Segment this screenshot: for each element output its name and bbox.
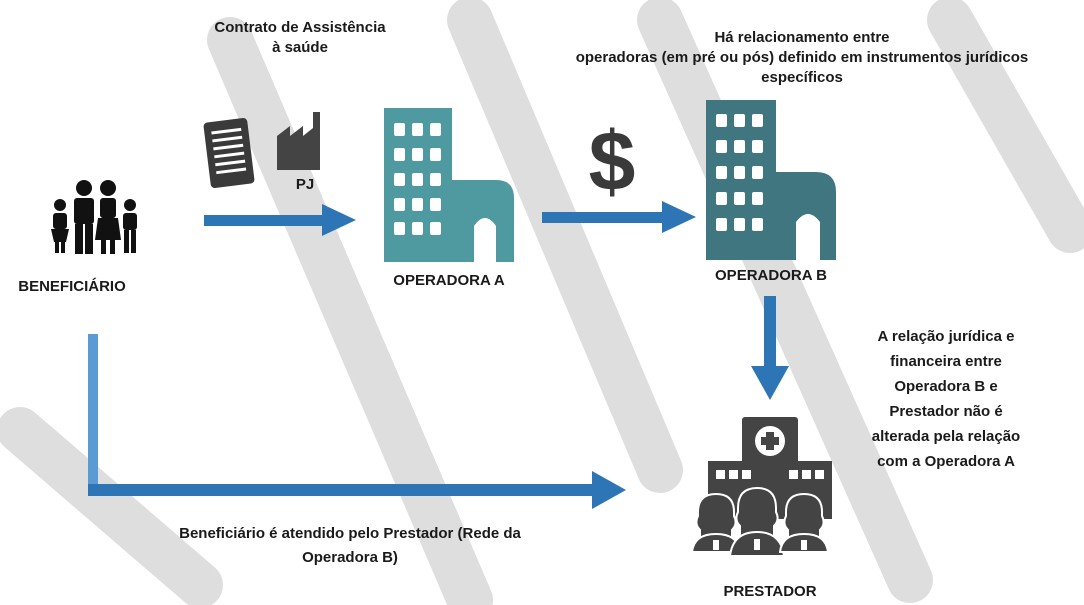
atendido-label-line: Operadora B) bbox=[302, 549, 398, 566]
contract-label-line: Contrato de Assistência bbox=[214, 19, 386, 36]
relacao-juridica-label: A relação jurídica e financeira entre Op… bbox=[836, 324, 1056, 474]
contract-label: Contrato de Assistência à saúde bbox=[180, 18, 420, 58]
watermark-stripe bbox=[927, 0, 1084, 253]
relationship-label-line: operadoras (em pré ou pós) definido em i… bbox=[575, 49, 1029, 66]
factory-icon bbox=[277, 112, 320, 170]
watermark-stripe bbox=[637, 0, 933, 603]
watermark-stripe bbox=[207, 17, 493, 605]
relacao-juridica-line: Operadora B e bbox=[894, 378, 998, 395]
arrow-to-prestador-down bbox=[751, 296, 789, 400]
relacao-juridica-line: A relação jurídica e bbox=[877, 328, 1015, 345]
arrow-beneficiario-prestador bbox=[88, 334, 626, 509]
relationship-label-line: específicos bbox=[761, 69, 843, 86]
relacao-juridica-line: alterada pela relação bbox=[871, 428, 1021, 445]
atendido-label: Beneficiário é atendido pelo Prestador (… bbox=[110, 522, 590, 570]
doctor-icon bbox=[778, 492, 830, 553]
building-icon bbox=[706, 100, 836, 260]
operadora-b-label: OPERADORA B bbox=[715, 267, 827, 284]
beneficiario-label: BENEFICIÁRIO bbox=[18, 278, 126, 295]
prestador-label: PRESTADOR bbox=[723, 583, 817, 600]
pj-label: PJ bbox=[295, 176, 315, 193]
family-icon bbox=[51, 180, 137, 254]
atendido-label-line: Beneficiário é atendido pelo Prestador (… bbox=[179, 525, 521, 542]
document-icon bbox=[203, 118, 255, 188]
relacao-juridica-line: financeira entre bbox=[890, 353, 1002, 370]
watermark-stripe bbox=[0, 407, 223, 605]
relacao-juridica-line: com a Operadora A bbox=[877, 453, 1015, 470]
contract-label-line: à saúde bbox=[272, 39, 328, 56]
relationship-label: Há relacionamento entre operadoras (em p… bbox=[520, 28, 1084, 88]
building-icon bbox=[384, 108, 514, 262]
watermark-stripe bbox=[447, 0, 683, 493]
relacao-juridica-line: Prestador não é bbox=[889, 403, 1003, 420]
operadora-a-label: OPERADORA A bbox=[393, 272, 505, 289]
doctor-icon bbox=[690, 492, 742, 553]
dollar-icon: $ bbox=[589, 114, 636, 208]
relationship-label-line: Há relacionamento entre bbox=[714, 29, 890, 46]
arrow-to-operadora-a bbox=[204, 204, 356, 236]
arrow-to-operadora-b bbox=[542, 201, 696, 233]
